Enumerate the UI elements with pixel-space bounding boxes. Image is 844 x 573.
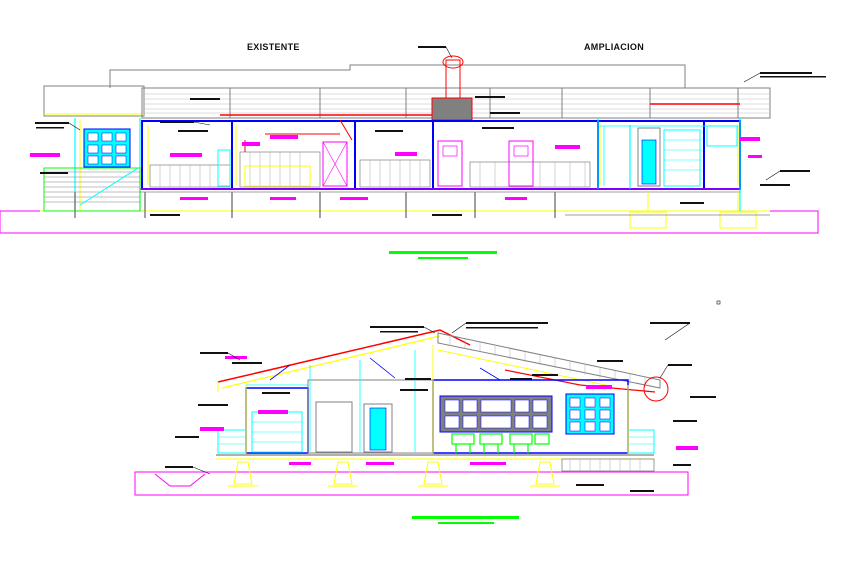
section-cyan-lines bbox=[246, 350, 416, 452]
elevation-top bbox=[0, 46, 826, 259]
door-magenta-x2 bbox=[322, 141, 348, 187]
window-panel-left-panes bbox=[87, 132, 127, 165]
door-center-b bbox=[363, 403, 393, 453]
footing-columns bbox=[647, 192, 739, 212]
left-stair-block bbox=[43, 167, 141, 212]
roof-band-posts bbox=[229, 88, 739, 118]
wall-left-block bbox=[245, 387, 309, 454]
footings-bottom bbox=[233, 461, 555, 485]
door-extension bbox=[637, 127, 661, 187]
shelving-extension bbox=[663, 129, 701, 187]
porch-right bbox=[627, 429, 655, 454]
fridge-a bbox=[437, 140, 463, 187]
cabinet-cyan-a bbox=[217, 149, 231, 187]
footings-top bbox=[629, 211, 757, 229]
shelving-lines bbox=[664, 139, 700, 171]
piers-top bbox=[74, 192, 556, 218]
ground-slab-bottom bbox=[134, 471, 689, 496]
water-tank bbox=[431, 97, 473, 121]
porch-left-rails bbox=[218, 436, 246, 445]
truss-lines bbox=[269, 357, 501, 381]
yellow-lines-top bbox=[79, 120, 739, 211]
fridge-b-panel bbox=[513, 145, 529, 157]
cyan-posts-top bbox=[74, 118, 741, 211]
door-extension-glass bbox=[641, 139, 657, 185]
left-canopy bbox=[43, 85, 145, 117]
roof-left-red bbox=[217, 329, 471, 383]
counter-yellow bbox=[244, 165, 311, 187]
tank-top bbox=[442, 55, 464, 69]
title-bar-bottom-sub bbox=[438, 522, 494, 524]
red-dimension-lines-top bbox=[244, 119, 353, 152]
door-center-b-glass bbox=[369, 407, 387, 451]
label-extension: AMPLIACION bbox=[584, 42, 644, 52]
floor-hatch-right bbox=[561, 458, 655, 472]
detail-circle bbox=[643, 376, 669, 402]
frame-columns bbox=[231, 121, 705, 189]
porch-left bbox=[217, 429, 247, 454]
window-extension-right bbox=[706, 125, 738, 147]
roof-right-red bbox=[504, 369, 656, 393]
kitchen-panel-cells bbox=[444, 399, 548, 429]
green-furniture bbox=[451, 433, 550, 453]
leader-lines-bottom bbox=[192, 322, 691, 475]
window-panel-right-panes bbox=[569, 397, 611, 432]
window-left-bottom-lines bbox=[252, 421, 302, 443]
door-center-a bbox=[315, 401, 353, 453]
door-magenta bbox=[322, 141, 348, 187]
title-bar-top-sub bbox=[418, 257, 468, 259]
floor-hatch-lines bbox=[569, 459, 641, 471]
label-existing: EXISTENTE bbox=[247, 42, 300, 52]
magenta-tags-top bbox=[30, 135, 762, 200]
railing-bars bbox=[159, 152, 586, 187]
ground-slab-top bbox=[0, 210, 819, 234]
corner-mark bbox=[716, 300, 721, 305]
roof-right-corrugated bbox=[437, 332, 661, 389]
porch-right-rails bbox=[628, 436, 654, 445]
leader-notes-bottom bbox=[165, 322, 716, 492]
stair-rail bbox=[79, 167, 139, 206]
title-bar-top bbox=[389, 251, 497, 254]
leader-lines-top bbox=[68, 46, 781, 181]
section-bottom bbox=[134, 300, 721, 524]
section-verticals bbox=[245, 345, 629, 455]
fridge-a-panel bbox=[442, 145, 458, 157]
leader-notes-top bbox=[35, 46, 826, 216]
title-bar-bottom bbox=[412, 516, 519, 519]
roof-left-yellow bbox=[221, 335, 441, 389]
tank-pipe bbox=[445, 59, 461, 99]
fridge-b bbox=[508, 140, 534, 187]
main-frame-extension bbox=[597, 120, 741, 190]
drain-channel bbox=[154, 473, 206, 487]
parapet-outline bbox=[109, 64, 686, 88]
